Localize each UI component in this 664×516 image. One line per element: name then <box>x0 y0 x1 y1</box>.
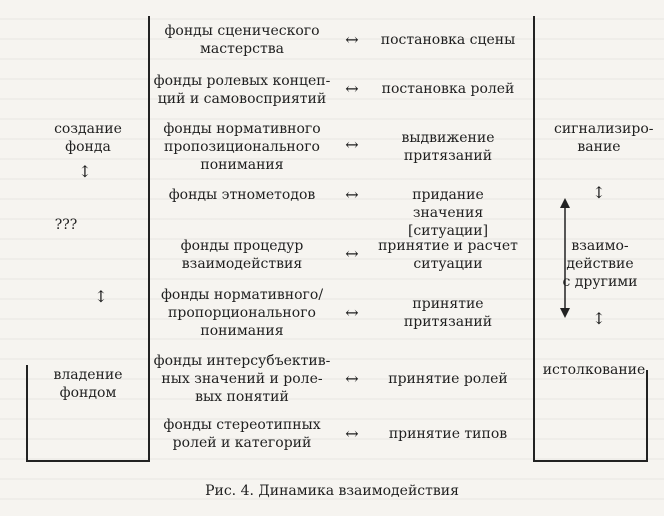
row-1-right: постановка сцены <box>380 32 516 48</box>
right-middle-label: взаимо- действие с другими <box>562 238 638 290</box>
row-4-right: придание значения [ситуации] <box>407 187 489 239</box>
row-5-arrow: ↔ <box>345 244 359 263</box>
row-3-arrow: ↔ <box>345 135 359 154</box>
row-2-arrow: ↔ <box>345 79 359 98</box>
row-6-right: принятие притязаний <box>403 296 493 330</box>
row-7-right: принятие ролей <box>388 371 508 387</box>
left-vertical-arrow-bottom: ↕ <box>94 287 108 306</box>
row-6-left: фонды нормативного/ пропорционального по… <box>160 287 324 339</box>
right-separator <box>533 16 535 462</box>
row-5-left: фонды процедур взаимодействия <box>180 238 304 272</box>
row-2-right: постановка ролей <box>381 81 515 97</box>
row-7-arrow: ↔ <box>345 369 359 388</box>
row-5-right: принятие и расчет ситуации <box>378 238 518 272</box>
left-separator <box>148 16 150 462</box>
row-8-left: фонды стереотипных ролей и категорий <box>163 417 321 451</box>
right-vertical-arrow-top: ↕ <box>592 183 606 202</box>
left-bracket-vertical <box>26 365 28 462</box>
row-3-left: фонды нормативного пропозиционального по… <box>163 121 321 173</box>
row-4-arrow: ↔ <box>345 185 359 204</box>
right-bracket-bottom <box>533 460 648 462</box>
row-4-left: фонды этнометодов <box>168 187 316 203</box>
right-vertical-arrow-bottom: ↕ <box>592 309 606 328</box>
row-7-left: фонды интерсубъектив- ных значений и рол… <box>153 353 331 405</box>
figure-caption: Рис. 4. Динамика взаимодействия <box>205 483 459 499</box>
left-middle-label: ??? <box>54 217 78 233</box>
row-2-left: фонды ролевых концеп- ций и самовосприят… <box>153 73 331 107</box>
right-top-label: сигнализиро- вание <box>554 121 654 155</box>
row-1-arrow: ↔ <box>345 30 359 49</box>
row-8-arrow: ↔ <box>345 424 359 443</box>
right-long-vertical-arrow <box>560 198 570 318</box>
row-3-right: выдвижение притязаний <box>401 130 495 164</box>
left-top-label: создание фонда <box>54 121 122 155</box>
right-bracket-vertical <box>646 370 648 462</box>
row-1-left: фонды сценического мастерства <box>164 23 320 57</box>
row-6-arrow: ↔ <box>345 303 359 322</box>
left-bracket-bottom <box>26 460 150 462</box>
left-vertical-arrow-top: ↕ <box>78 162 92 181</box>
row-8-right: принятие типов <box>388 426 508 442</box>
left-bottom-label: владение фондом <box>53 367 123 401</box>
right-bottom-label: истолкование <box>542 362 646 378</box>
diagram-frame: создание фонда ↕ ??? ↕ владение фондом ф… <box>26 16 654 468</box>
